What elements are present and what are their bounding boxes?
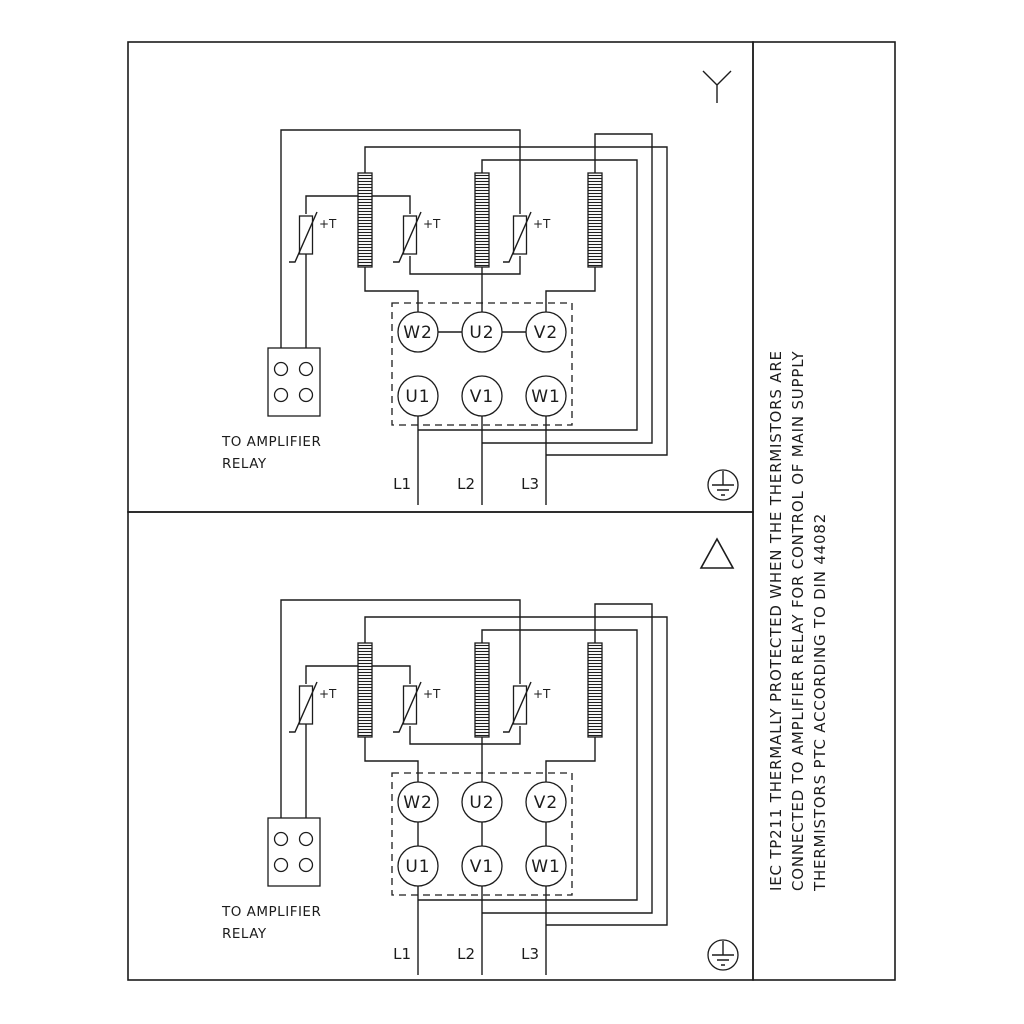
sidebar-note-line2: CONNECTED TO AMPLIFIER RELAY FOR CONTROL…	[789, 351, 807, 891]
thermistor-chain-wire	[280, 599, 521, 832]
terminal-block: W2 U2 V2 U1 V1 W1	[391, 772, 573, 896]
relay-caption-line2: RELAY	[222, 456, 267, 472]
supply-wires	[417, 416, 547, 505]
terminal-u2: U2	[461, 781, 503, 823]
terminal-block-outline	[391, 302, 573, 426]
thermistor-label: +T	[423, 217, 441, 231]
terminal-u1: U1	[397, 845, 439, 887]
terminal-u1: U1	[397, 375, 439, 417]
terminal-block: W2 U2 V2 U1 V1 W1	[391, 302, 573, 426]
supply-label-l2: L2	[457, 945, 475, 963]
thermistor-3: +T	[503, 681, 551, 733]
terminal-w1: W1	[525, 375, 567, 417]
thermistor-label: +T	[319, 687, 337, 701]
amplifier-relay-connector	[267, 347, 321, 417]
supply-label-l2: L2	[457, 475, 475, 493]
thermistor-3: +T	[503, 211, 551, 263]
thermistor-label: +T	[319, 217, 337, 231]
terminal-v1: V1	[461, 375, 503, 417]
terminal-block-outline	[391, 772, 573, 896]
terminal-label: W1	[531, 387, 561, 407]
delta-connection-icon	[699, 537, 735, 569]
terminal-u2: U2	[461, 311, 503, 353]
terminal-v2: V2	[525, 781, 567, 823]
thermistor-2: +T	[393, 211, 441, 263]
coil-lead-wires	[364, 603, 668, 926]
terminal-label: W2	[403, 323, 433, 343]
earth-ground-icon	[707, 469, 739, 501]
terminal-label: U1	[405, 387, 430, 407]
supply-label-l3: L3	[521, 475, 539, 493]
terminal-w2: W2	[397, 311, 439, 353]
winding-coil-2	[474, 172, 490, 268]
amplifier-relay-connector	[267, 817, 321, 887]
terminal-label: U2	[469, 793, 494, 813]
terminal-label: V1	[470, 857, 494, 877]
winding-coil-3	[587, 642, 603, 738]
terminal-label: U1	[405, 857, 430, 877]
terminal-label: V2	[534, 793, 558, 813]
thermistor-chain-wire	[280, 129, 521, 362]
winding-coils	[357, 172, 603, 268]
supply-label-l1: L1	[393, 945, 411, 963]
terminal-label: V1	[470, 387, 494, 407]
supply-label-l3: L3	[521, 945, 539, 963]
supply-wires	[417, 886, 547, 975]
delta-panel: +T +T +T W2 U2 V2	[127, 511, 754, 981]
winding-coils	[357, 642, 603, 738]
sidebar-note: IEC TP211 THERMALLY PROTECTED WHEN THE T…	[752, 41, 896, 981]
thermistor-label: +T	[533, 217, 551, 231]
thermistor-label: +T	[423, 687, 441, 701]
terminal-v2: V2	[525, 311, 567, 353]
thermistor-label: +T	[533, 687, 551, 701]
winding-coil-1	[357, 642, 373, 738]
sidebar-border	[752, 41, 896, 981]
winding-coil-2	[474, 642, 490, 738]
winding-coil-3	[587, 172, 603, 268]
star-panel: +T +T +T W2 U2 V2	[127, 41, 754, 513]
winding-coil-1	[357, 172, 373, 268]
thermistor-1: +T	[289, 681, 337, 733]
relay-caption-line2: RELAY	[222, 926, 267, 942]
terminal-label: W1	[531, 857, 561, 877]
terminal-v1: V1	[461, 845, 503, 887]
terminal-label: U2	[469, 323, 494, 343]
relay-caption-line1: TO AMPLIFIER	[221, 434, 321, 450]
terminal-w1: W1	[525, 845, 567, 887]
terminal-w2: W2	[397, 781, 439, 823]
terminal-label: W2	[403, 793, 433, 813]
delta-bridge-links	[417, 822, 547, 846]
relay-caption-line1: TO AMPLIFIER	[221, 904, 321, 920]
star-connection-icon	[702, 70, 732, 103]
sidebar-note-line3: THERMISTORS PTC ACCORDING TO DIN 44082	[811, 513, 829, 892]
coil-lead-wires	[364, 133, 668, 456]
sidebar-note-line1: IEC TP211 THERMALLY PROTECTED WHEN THE T…	[767, 350, 785, 891]
thermistor-1: +T	[289, 211, 337, 263]
terminal-label: V2	[534, 323, 558, 343]
supply-label-l1: L1	[393, 475, 411, 493]
earth-ground-icon	[707, 939, 739, 971]
thermistor-2: +T	[393, 681, 441, 733]
